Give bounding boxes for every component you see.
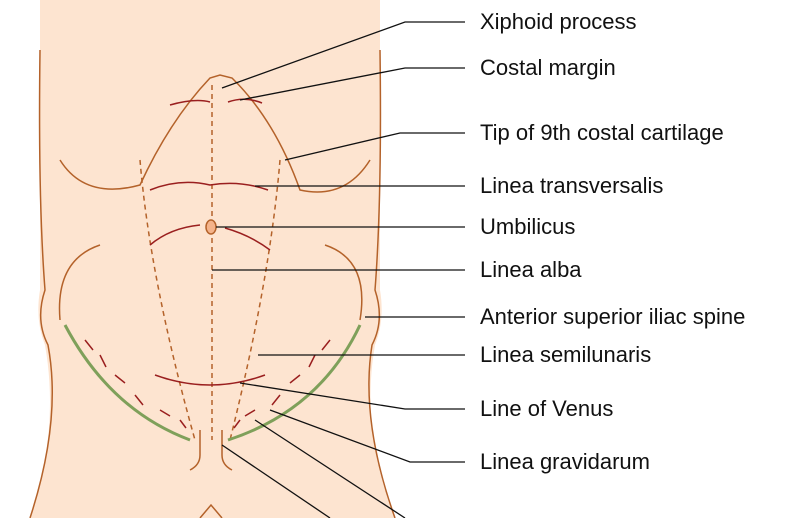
line-of-venus [154,374,266,386]
pubic-outline [189,430,233,518]
striae-gravidarum [84,339,331,429]
leader-lines [212,21,465,518]
linea-semilunaris-right [229,159,281,441]
linea-transversalis [149,181,271,251]
label-umbilicus: Umbilicus [480,214,576,239]
umbilicus [205,219,217,235]
linea-semilunaris-left [139,159,196,441]
label-linea-alba: Linea alba [480,257,582,282]
label-line-of-venus: Line of Venus [480,396,614,421]
label-linea-gravidarum: Linea gravidarum [480,449,650,474]
label-linea-transversalis: Linea transversalis [480,173,664,198]
label-xiphoid-process: Xiphoid process [480,9,637,34]
rib-cage-outline [59,74,371,193]
torso-right-outline [368,49,396,518]
iliac-crests [58,244,363,321]
label-linea-semilunaris: Linea semilunaris [480,342,652,367]
inguinal-ligaments [63,324,362,442]
label-tip-9th-costal-cartilage: Tip of 9th costal cartilage [480,120,724,145]
label-costal-margin: Costal margin [480,55,616,80]
torso-left-outline [29,49,53,518]
label-asis: Anterior superior iliac spine [480,304,746,329]
